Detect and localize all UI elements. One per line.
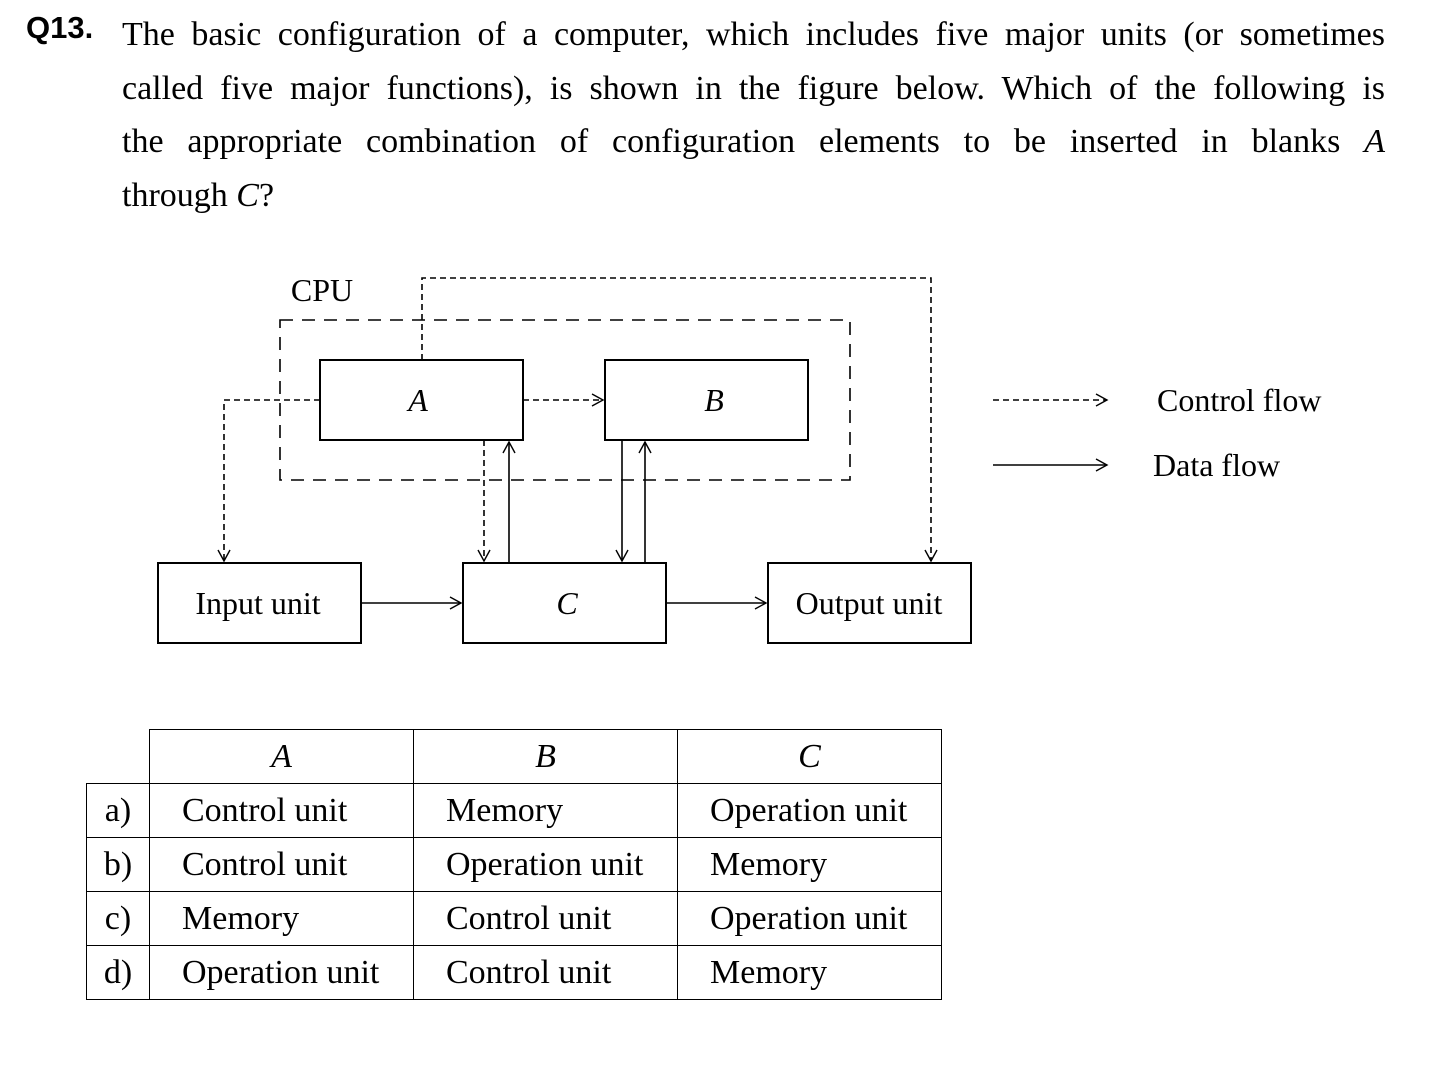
table-row: d) Operation unit Control unit Memory (86, 945, 942, 1000)
box-c-label: C (556, 585, 578, 621)
cell-c: Operation unit (677, 891, 942, 946)
control-flow-a-to-input (217, 399, 320, 563)
cell-c: Memory (677, 945, 942, 1000)
cell-a: Memory (149, 891, 414, 946)
table-row: a) Control unit Memory Operation unit (86, 783, 942, 838)
table-row: c) Memory Control unit Operation unit (86, 891, 942, 946)
cell-a: Control unit (149, 783, 414, 838)
cell-c: Operation unit (677, 783, 942, 838)
table-row: b) Control unit Operation unit Memory (86, 837, 942, 892)
header-a: A (149, 729, 414, 784)
answer-table-header: A B C (86, 729, 942, 784)
control-flow-a-to-output (421, 277, 938, 563)
question-var-c: C (236, 176, 259, 214)
computer-configuration-diagram: CPU A B Input unit C Output unit Control… (157, 272, 1321, 644)
option-label: b) (86, 837, 150, 892)
box-b-label: B (704, 382, 724, 418)
cell-b: Operation unit (413, 837, 678, 892)
output-unit-box (767, 562, 972, 644)
cell-b: Control unit (413, 891, 678, 946)
header-b: B (413, 729, 678, 784)
input-unit-box (157, 562, 362, 644)
question-var-a: A (1364, 123, 1386, 160)
legend-control-flow-label: Control flow (1157, 382, 1321, 418)
legend-data-flow-label: Data flow (1153, 447, 1280, 483)
question-line-3: the appropriate combination of configura… (122, 115, 1385, 169)
cell-b: Memory (413, 783, 678, 838)
question-line-3-text: the appropriate combination of configura… (122, 123, 1341, 160)
cpu-label: CPU (291, 272, 353, 308)
question-line-1: The basic configuration of a computer, w… (122, 16, 1385, 53)
option-label: a) (86, 783, 150, 838)
cell-c: Memory (677, 837, 942, 892)
option-label: c) (86, 891, 150, 946)
output-unit-label: Output unit (796, 585, 943, 621)
question-number: Q13. (26, 10, 94, 45)
cpu-boundary (279, 319, 851, 481)
cell-a: Control unit (149, 837, 414, 892)
question-line-4-prefix: through (122, 176, 228, 214)
question-line-2: called five major functions), is shown i… (122, 69, 1385, 107)
header-c: C (677, 729, 942, 784)
cell-a: Operation unit (149, 945, 414, 1000)
input-unit-label: Input unit (195, 585, 320, 621)
option-label: d) (86, 945, 150, 1000)
cell-b: Control unit (413, 945, 678, 1000)
header-blank-cell (86, 729, 150, 784)
question-line-4: through C? (122, 169, 1385, 223)
box-c (462, 562, 667, 644)
question-line-4-suffix: ? (258, 176, 275, 214)
question-text: The basic configuration of a computer, w… (122, 8, 1385, 222)
answer-table: A B C a) Control unit Memory Operation u… (86, 729, 942, 1000)
box-b (604, 359, 809, 441)
box-a-label: A (406, 382, 428, 418)
